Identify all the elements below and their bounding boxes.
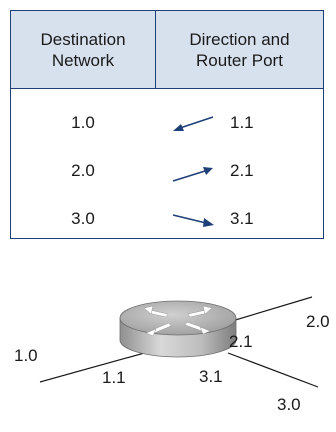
port-label-1-1: 1.1 bbox=[102, 368, 126, 387]
table-row: 1.0 1.1 bbox=[11, 99, 323, 147]
network-label-1-0: 1.0 bbox=[14, 346, 38, 365]
direction-cell: 2.1 bbox=[156, 147, 323, 195]
header-column-divider bbox=[155, 11, 156, 88]
link-network-2-0 bbox=[221, 296, 313, 325]
router-port-cell: 3.1 bbox=[230, 209, 254, 228]
network-diagram: 1.0 2.0 3.0 1.1 2.1 3.1 bbox=[0, 240, 336, 432]
header-col1-line2: Network bbox=[51, 50, 115, 70]
router-port-cell: 2.1 bbox=[230, 161, 254, 180]
header-col1-line1: Destination bbox=[40, 29, 126, 49]
destination-network-cell: 3.0 bbox=[71, 209, 95, 228]
routing-table: Destination Network Direction and Router… bbox=[10, 10, 324, 239]
header-col2-line2: Router Port bbox=[196, 50, 283, 70]
link-network-3-0 bbox=[227, 352, 319, 388]
link-network-1-0 bbox=[39, 351, 149, 383]
network-label-3-0: 3.0 bbox=[277, 395, 301, 414]
router-icon bbox=[119, 300, 237, 358]
destination-network-cell: 1.0 bbox=[71, 113, 95, 132]
destination-network-cell: 2.0 bbox=[71, 161, 95, 180]
router-port-cell: 1.1 bbox=[230, 113, 254, 132]
network-label-2-0: 2.0 bbox=[306, 312, 330, 331]
router-diagram-svg bbox=[39, 296, 319, 388]
port-label-2-1: 2.1 bbox=[229, 332, 253, 351]
header-direction-router-port: Direction and Router Port bbox=[156, 11, 323, 88]
left-arrow-icon bbox=[173, 116, 214, 131]
table-header: Destination Network Direction and Router… bbox=[11, 11, 323, 89]
direction-cell: 3.1 bbox=[156, 195, 323, 243]
table-row: 3.0 3.1 bbox=[11, 195, 323, 243]
header-destination-network: Destination Network bbox=[11, 11, 155, 88]
up-right-arrow-icon bbox=[172, 167, 213, 182]
table-row: 2.0 2.1 bbox=[11, 147, 323, 195]
header-col2-line1: Direction and bbox=[189, 29, 290, 49]
port-label-3-1: 3.1 bbox=[199, 367, 223, 386]
direction-cell: 1.1 bbox=[156, 99, 323, 147]
right-arrow-icon bbox=[172, 214, 214, 227]
